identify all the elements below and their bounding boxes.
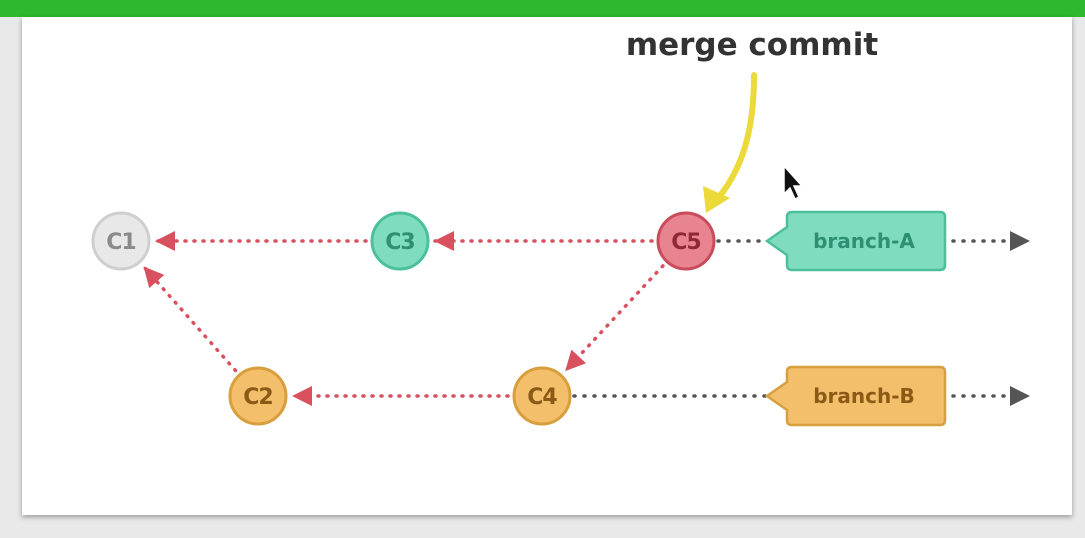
commit-label-c1: C1 [106,230,135,255]
commit-node-c1 [91,211,151,271]
commit-label-c3: C3 [385,230,414,255]
commit-node-c2 [228,366,288,426]
parent-links [141,231,665,406]
commit-label-c2: C2 [243,385,272,410]
commit-node-c5 [656,211,716,271]
commit-label-c4: C4 [527,385,557,410]
commit-label-c5: C5 [671,230,700,255]
parent-link-arrowhead [565,349,587,372]
branch-a-label-tag [764,210,947,272]
parent-link-arrowhead [292,386,312,406]
top-bar [0,0,1085,17]
parent-link-arrowhead [434,231,454,251]
branch-pointer-lines [572,231,1030,406]
annotation-arrow [709,72,757,208]
branch-b-continuation-arrowhead [1010,386,1030,406]
parent-link-arrowhead [143,266,165,289]
parent-link-c2-to-c1 [141,264,238,373]
parent-link-arrowhead [155,231,175,251]
mouse-cursor-icon [783,164,804,201]
branch-a-continuation-arrowhead [1010,231,1030,251]
annotation-arrowhead [703,186,730,213]
branch-labels: branch-A branch-B [764,210,947,427]
branch-b-label-text: branch-B [813,384,915,408]
merge-commit-annotation: merge commit [626,27,879,63]
commit-node-c3 [370,211,430,271]
branch-a-label-text: branch-A [813,229,915,253]
commit-node-c4 [512,366,572,426]
parent-link-c5-to-c4 [563,264,665,373]
branch-b-label-tag [764,365,947,427]
